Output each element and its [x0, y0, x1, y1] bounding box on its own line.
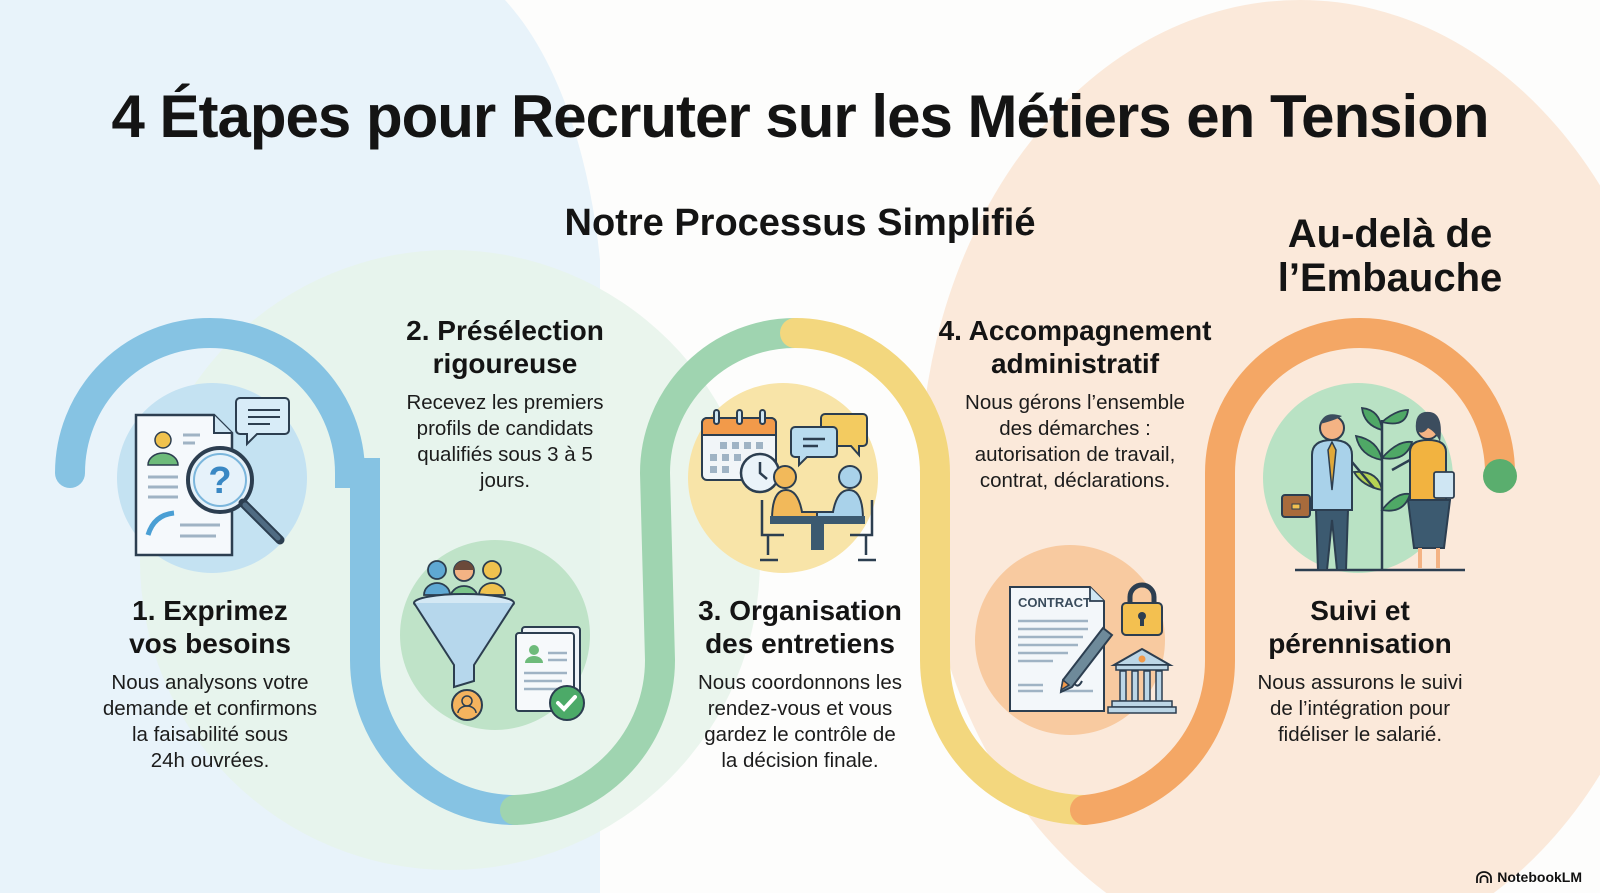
brand-label: NotebookLM	[1497, 869, 1582, 885]
contract-signature-icon: CONTRACT	[1009, 582, 1177, 714]
svg-text:?: ?	[208, 460, 231, 502]
document-search-icon: ?	[134, 397, 290, 557]
path-segment-yellow	[780, 318, 1100, 825]
candidate-funnel-icon	[413, 560, 585, 721]
growth-plant-icon	[1281, 406, 1465, 572]
bg-blob-white-wedge	[760, 708, 1040, 893]
page-title: 4 Étapes pour Recruter sur les Métiers e…	[111, 83, 1490, 150]
beyond-hiring-title: Au-delà de l’Embauche	[1277, 212, 1503, 300]
path-end-dot	[1483, 459, 1517, 493]
process-subtitle: Notre Processus Simplifié	[564, 202, 1036, 244]
path-segment-blue	[55, 318, 530, 825]
path-segment-green	[500, 318, 810, 825]
notebooklm-logo-icon	[1476, 870, 1493, 883]
notebooklm-watermark: NotebookLM	[1476, 869, 1582, 885]
svg-text:CONTRACT: CONTRACT	[1018, 595, 1091, 610]
path-segment-orange	[1070, 318, 1515, 825]
calendar-meeting-icon	[701, 409, 876, 562]
